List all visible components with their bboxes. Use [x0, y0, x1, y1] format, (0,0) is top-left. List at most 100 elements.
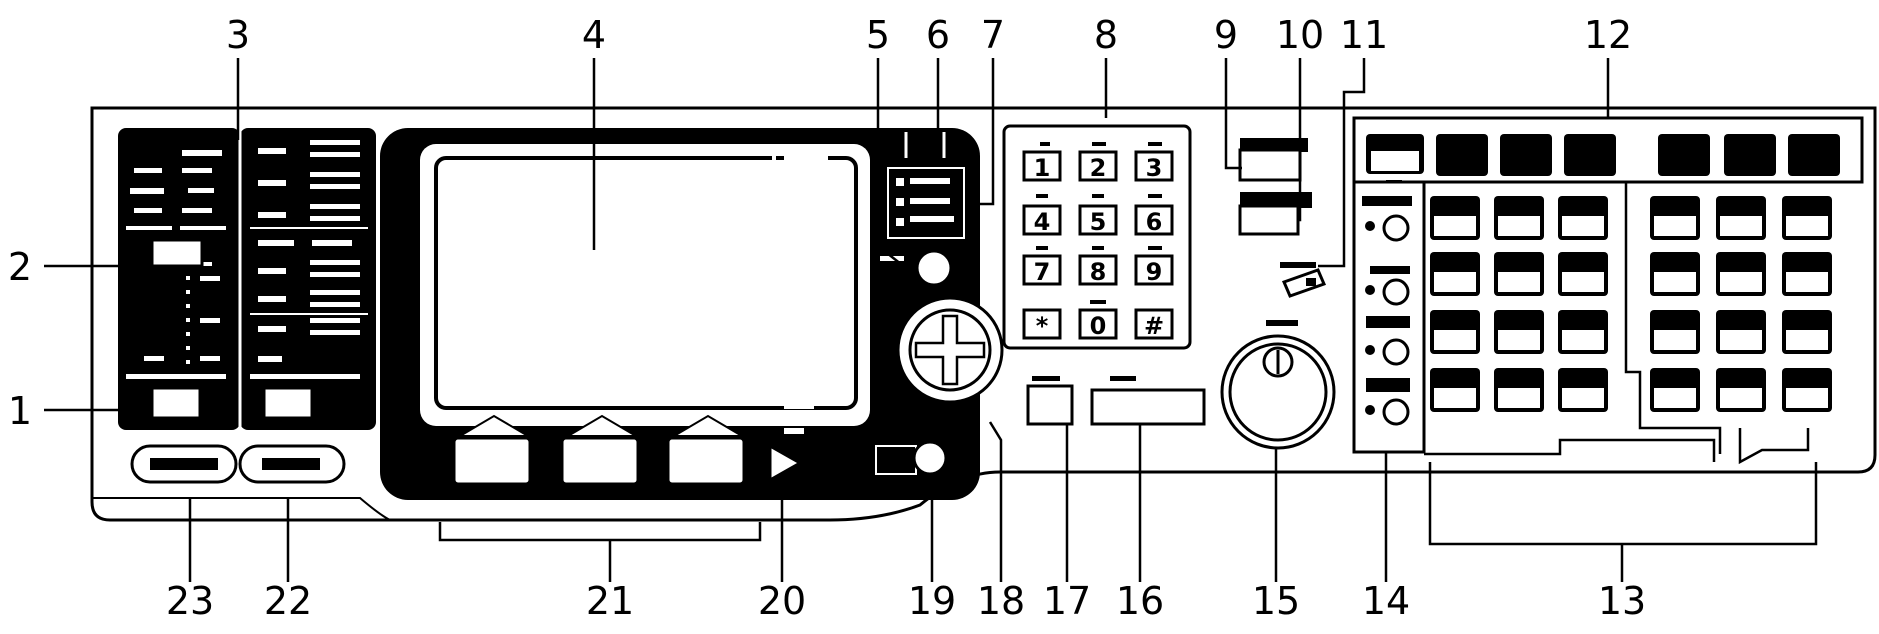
key-7-label: 7	[1034, 258, 1051, 286]
key-2[interactable]: 2	[1078, 150, 1118, 182]
key-6[interactable]: 6	[1134, 204, 1174, 236]
start-icon	[1262, 346, 1294, 378]
key-9[interactable]: 9	[1134, 254, 1174, 286]
key-1[interactable]: 1	[1022, 150, 1062, 182]
selection-key-2-arrow-icon	[564, 414, 640, 437]
status-lamp-3-label	[910, 216, 954, 222]
energy-saver-key[interactable]	[1281, 268, 1327, 298]
callout-19: 19	[908, 579, 956, 623]
check-button[interactable]	[912, 440, 948, 476]
callout-15: 15	[1252, 579, 1300, 623]
key-4-label: 4	[1034, 208, 1051, 236]
key-2-label: 2	[1090, 154, 1107, 182]
selection-key-2[interactable]	[560, 436, 640, 486]
auto-density-button[interactable]	[150, 386, 202, 420]
function-key-d[interactable]	[1564, 134, 1616, 176]
function-key-f[interactable]	[1724, 134, 1776, 176]
key-5[interactable]: 5	[1078, 204, 1118, 236]
callout-21: 21	[586, 579, 634, 623]
status-lamp-1-label	[910, 178, 950, 184]
program-key[interactable]	[1238, 204, 1300, 236]
callout-14: 14	[1362, 579, 1410, 623]
fax-mode-lamp-2[interactable]	[1365, 266, 1410, 306]
key-5-label: 5	[1090, 208, 1107, 236]
callout-23: 23	[166, 579, 214, 623]
quick-dial-bracket-right	[1738, 428, 1810, 465]
density-display-window	[150, 238, 204, 268]
key-3-label: 3	[1146, 154, 1163, 182]
callout-12: 12	[1584, 13, 1632, 57]
mode-select-button[interactable]	[262, 386, 314, 420]
selection-key-1[interactable]	[452, 436, 532, 486]
callout-18: 18	[977, 579, 1025, 623]
lcd-screen	[434, 156, 858, 410]
callout-8: 8	[1094, 13, 1118, 57]
callout-9: 9	[1214, 13, 1238, 57]
function-key-b[interactable]	[1436, 134, 1488, 176]
function-key-a-window	[1369, 149, 1421, 173]
selection-key-1-arrow-icon	[456, 414, 532, 437]
callout-16: 16	[1116, 579, 1164, 623]
key-6-label: 6	[1146, 208, 1163, 236]
clear-key[interactable]	[1026, 384, 1074, 426]
key-7[interactable]: 7	[1022, 254, 1062, 286]
callout-22: 22	[264, 579, 312, 623]
clear-button[interactable]	[915, 249, 953, 287]
start-key-label	[1266, 320, 1298, 326]
check-button-label	[875, 445, 917, 475]
selection-key-3[interactable]	[666, 436, 746, 486]
key-3[interactable]: 3	[1134, 150, 1174, 182]
callout-3: 3	[226, 13, 250, 57]
fax-mode-key-label	[262, 458, 320, 470]
function-list-labels	[772, 154, 842, 409]
program-key-label	[1240, 192, 1312, 208]
key-0-label: 0	[1090, 312, 1107, 340]
start-key[interactable]	[1228, 342, 1328, 442]
callout-17: 17	[1043, 579, 1091, 623]
leader-lines	[44, 58, 1818, 582]
key-1-label: 1	[1034, 154, 1051, 182]
callout-7: 7	[981, 13, 1005, 57]
key-0[interactable]: 0	[1078, 308, 1118, 340]
key-8-label: 8	[1090, 258, 1107, 286]
quick-dial-keys	[1430, 196, 1832, 412]
key-hash-label: #	[1144, 312, 1164, 340]
callout-2: 2	[8, 245, 32, 289]
interrupt-key[interactable]	[1238, 148, 1302, 182]
function-key-g[interactable]	[1788, 134, 1840, 176]
status-lamp-1	[896, 178, 904, 186]
key-4[interactable]: 4	[1022, 204, 1062, 236]
callout-11: 11	[1340, 13, 1388, 57]
energy-saver-label	[1280, 262, 1316, 268]
left-indicator-panel	[118, 128, 376, 430]
callout-6: 6	[926, 13, 950, 57]
status-lamp-3	[896, 218, 904, 226]
fax-mode-lamp-4[interactable]	[1365, 378, 1410, 426]
callout-13: 13	[1598, 579, 1646, 623]
callout-5: 5	[866, 13, 890, 57]
copy-mode-key-label	[150, 458, 218, 470]
key-hash[interactable]: #	[1134, 308, 1174, 340]
next-key-label	[784, 428, 804, 434]
callout-4: 4	[582, 13, 606, 57]
function-key-c[interactable]	[1500, 134, 1552, 176]
energy-saver-lamp	[1306, 278, 1316, 286]
fax-mode-lamp-1[interactable]	[1362, 196, 1412, 242]
status-lamp-2	[896, 198, 904, 206]
numeric-keypad: 1 2 3 4 5 6 7 8	[1022, 142, 1174, 340]
key-8[interactable]: 8	[1078, 254, 1118, 286]
stop-key[interactable]	[1090, 388, 1206, 426]
panel-outline	[90, 106, 1877, 522]
next-key-arrow-icon[interactable]	[768, 443, 804, 483]
callout-20: 20	[758, 579, 806, 623]
fax-mode-lamp-3[interactable]	[1365, 316, 1410, 366]
quick-dial-bracket-left	[1424, 438, 1716, 462]
selection-key-3-arrow-icon	[670, 414, 746, 437]
panel-lower-lip	[92, 497, 391, 521]
key-9-label: 9	[1146, 258, 1163, 286]
callout-1: 1	[8, 389, 32, 433]
direction-pad-cross-icon	[914, 314, 986, 386]
key-star[interactable]: *	[1022, 308, 1062, 340]
function-key-e[interactable]	[1658, 134, 1710, 176]
